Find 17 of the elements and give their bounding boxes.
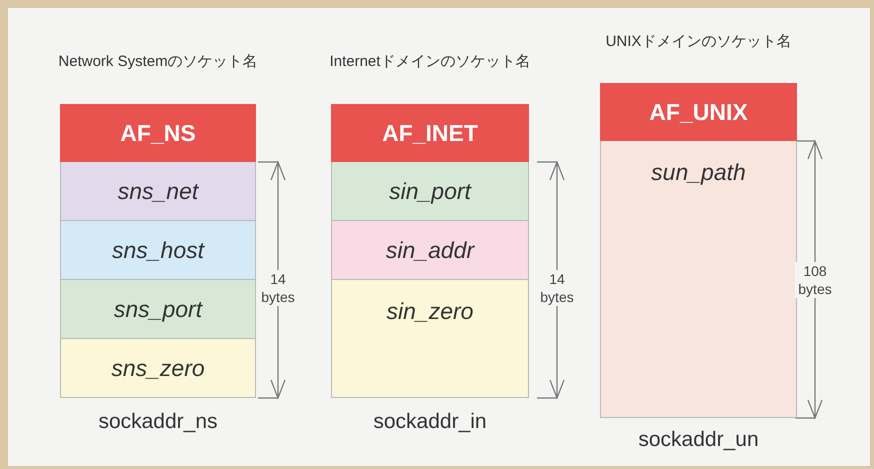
struct-field: sns_zero [60, 339, 256, 398]
struct-field: sin_zero [331, 280, 529, 398]
family-field: AF_INET [331, 104, 529, 162]
struct-heading: Internetドメインのソケット名 [328, 52, 532, 72]
struct-field: sin_port [331, 162, 529, 221]
struct-field: sns_host [60, 221, 256, 280]
family-field: AF_NS [60, 104, 256, 162]
struct-field: sun_path [600, 141, 797, 418]
struct-field: sns_port [60, 280, 256, 339]
family-field: AF_UNIX [600, 83, 797, 141]
struct-heading: Network Systemのソケット名 [57, 52, 259, 72]
struct-name: sockaddr_un [637, 428, 760, 452]
struct-field: sin_addr [331, 221, 529, 280]
struct-name: sockaddr_in [372, 410, 488, 434]
struct-name: sockaddr_ns [97, 410, 219, 434]
struct-heading: UNIXドメインのソケット名 [604, 32, 792, 52]
struct-field: sns_net [60, 162, 256, 221]
